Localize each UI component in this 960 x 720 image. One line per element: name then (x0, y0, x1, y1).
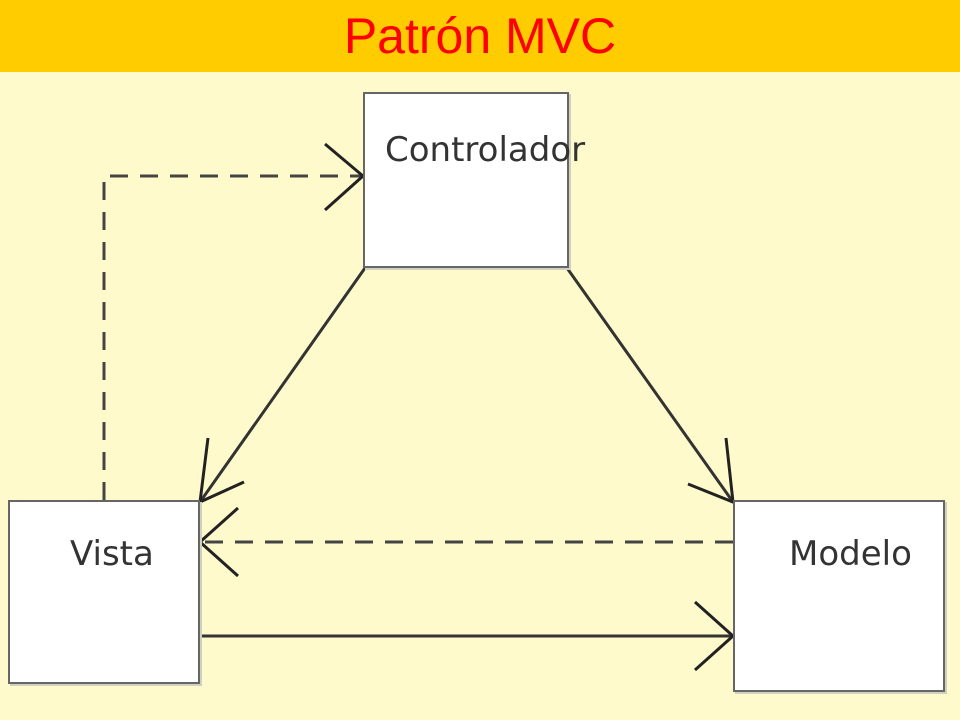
controlador-to-vista-arrow (198, 267, 367, 503)
modelo-box: Modelo (733, 500, 945, 692)
title-bar: Patrón MVC (0, 0, 960, 72)
controlador-to-modelo-arrow (565, 267, 735, 503)
vista-box: Vista (8, 500, 200, 684)
slide-title: Patrón MVC (343, 8, 617, 64)
mvc-diagram: Controlador Vista Modelo (0, 72, 960, 720)
vista-to-controlador-dashed-arrow (102, 174, 363, 500)
vista-label: Vista (70, 534, 154, 574)
modelo-label: Modelo (789, 534, 912, 574)
arrowhead-vista-middle (197, 506, 240, 578)
controlador-label: Controlador (385, 130, 586, 170)
arrowhead-vista-top (198, 437, 245, 505)
controlador-box: Controlador (363, 92, 585, 268)
